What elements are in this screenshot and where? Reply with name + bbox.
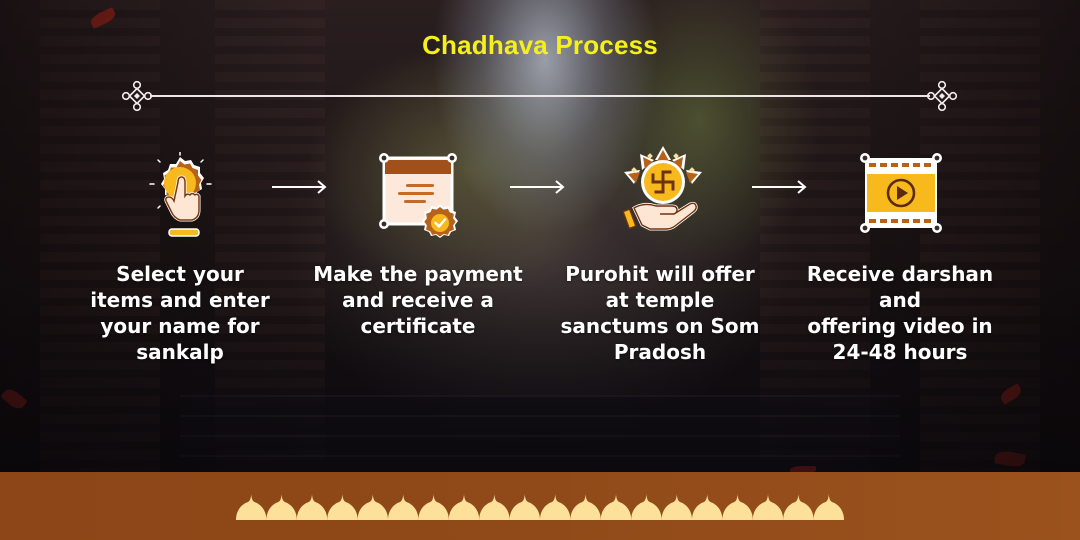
step-text-line: Pradosh [613, 340, 707, 364]
step-1-description: Select your items and enter your name fo… [70, 261, 290, 365]
step-2-description: Make the payment and receive a certifica… [308, 261, 528, 339]
step-text-line: Receive darshan and [806, 262, 994, 312]
footer-band [0, 472, 1080, 540]
step-text-line: at temple [605, 288, 715, 312]
arrow-right-icon [752, 180, 807, 194]
video-icon [860, 153, 942, 233]
offering-hand-icon [622, 146, 702, 231]
dome-border-ornament [236, 494, 844, 520]
ornamental-knot-icon [121, 80, 153, 112]
step-text-line: your name for [100, 314, 260, 338]
title-divider [150, 95, 930, 97]
step-text-line: sankalp [136, 340, 224, 364]
ornamental-knot-icon [926, 80, 958, 112]
step-text-line: Purohit will offer [565, 262, 755, 286]
step-4-description: Receive darshan and offering video in 24… [790, 261, 1010, 365]
step-text-line: Make the payment [313, 262, 523, 286]
step-3-description: Purohit will offer at temple sanctums on… [550, 261, 770, 365]
step-text-line: 24-48 hours [832, 340, 968, 364]
step-text-line: Select your [116, 262, 244, 286]
page-title: Chadhava Process [422, 30, 658, 60]
temple-background [0, 0, 1080, 472]
step-text-line: sanctums on Som [560, 314, 760, 338]
step-text-line: and receive a [342, 288, 494, 312]
step-text-line: offering video in [807, 314, 993, 338]
certificate-icon [379, 153, 458, 238]
arrow-right-icon [272, 180, 327, 194]
step-text-line: items and enter [90, 288, 270, 312]
step-text-line: certificate [360, 314, 476, 338]
arrow-right-icon [510, 180, 565, 194]
tap-hand-icon [149, 152, 212, 237]
